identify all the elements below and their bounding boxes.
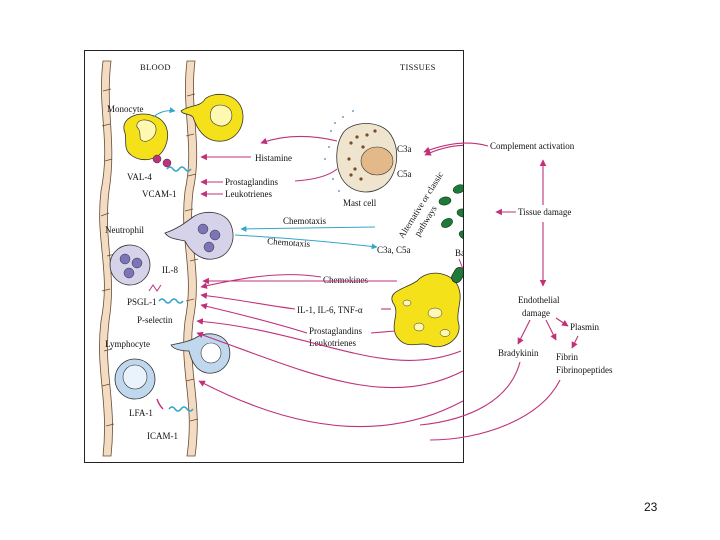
fibrin-text: Fibrin <box>556 352 579 362</box>
bacteria-to-macrophage <box>458 258 463 270</box>
il8-label: IL-8 <box>162 265 178 275</box>
plasmin-label: Plasmin <box>570 322 600 332</box>
psgl1-marker <box>148 284 162 292</box>
lymphocyte-migrating <box>170 333 231 374</box>
c3a-c5a-label: C3a, C5a <box>377 245 411 255</box>
histamine-arrow-a <box>260 135 338 145</box>
fibrinopeptides-label: Fibrinopeptides <box>556 365 613 375</box>
psgl1-label: PSGL-1 <box>127 297 157 307</box>
mast-to-prostaglandins <box>294 168 338 182</box>
lymphocyte-label: Lymphocyte <box>105 339 150 349</box>
monocyte-label: Monocyte <box>107 104 144 114</box>
slide-number: 23 <box>644 500 658 514</box>
mast-cell <box>324 110 398 193</box>
bacteria-label: Bacteria <box>455 248 463 258</box>
tissues-header: TISSUES <box>400 62 436 72</box>
neutrophil-label: Neutrophil <box>105 225 144 235</box>
leukotrienes2-label: Leukotrienes <box>309 338 356 348</box>
vessel-wall-right <box>183 60 199 457</box>
lymphocyte-cell <box>114 358 156 400</box>
plasmin-to-fibrin <box>571 335 579 349</box>
histamine-label: Histamine <box>255 153 292 163</box>
prostaglandins2-arrow <box>200 303 308 334</box>
endothelial-to-fibrin <box>545 319 557 341</box>
chemokines-label: Chemokines <box>323 275 368 285</box>
icam1-label: ICAM-1 <box>147 431 178 441</box>
cytokines-arrow <box>200 292 296 310</box>
chemotaxis-arrow-1 <box>240 225 376 232</box>
c5a-label: C5a <box>397 169 412 179</box>
lfa1-label: LFA-1 <box>129 408 153 418</box>
bradykinin-text: Bradykinin <box>498 348 539 358</box>
prostaglandins2-label: Prostaglandins <box>309 326 362 336</box>
c3a-label: C3a <box>397 144 412 154</box>
bacteria-cluster <box>438 184 463 240</box>
diagram-canvas: BLOOD TISSUES Monocyte VAL-4 VCAM-1 Neut… <box>99 60 463 457</box>
pselectin-helix <box>158 298 184 304</box>
blood-header: BLOOD <box>140 62 171 72</box>
inflammation-diagram: BLOOD TISSUES Monocyte VAL-4 VCAM-1 Neut… <box>84 50 464 463</box>
return-curve-3 <box>198 380 463 428</box>
tissue-damage-text: Tissue damage <box>518 207 571 217</box>
vcam-helix <box>166 166 192 172</box>
chemotaxis-label-1: Chemotaxis <box>283 216 326 226</box>
icam-helix <box>168 406 194 412</box>
neutrophil-cell <box>109 244 151 286</box>
endothelial-to-plasmin <box>555 317 569 327</box>
macrophage-cell <box>391 267 463 348</box>
chemotaxis-arrow-2 <box>234 234 378 250</box>
return-curve-1 <box>196 318 462 362</box>
prostaglandins-label: Prostaglandins <box>225 177 278 187</box>
migrating-monocyte <box>180 93 244 142</box>
monocyte-migration-arrow <box>152 107 176 118</box>
complement-to-c3a-arrow <box>424 144 463 156</box>
monocyte-cell <box>123 113 172 168</box>
endothelial-text-1: Endothelial <box>518 295 560 305</box>
mast-cell-label: Mast cell <box>343 198 377 208</box>
val4-label: VAL-4 <box>127 172 152 182</box>
endothelial-to-bradykinin <box>517 319 531 345</box>
vcam1-label: VCAM-1 <box>142 189 177 199</box>
cytokines-label: IL-1, IL-6, TNF-α <box>297 305 363 315</box>
chemokines-to-vessel-arrow <box>200 274 322 289</box>
macrophage-to-prostaglandins <box>370 330 396 334</box>
lfa1-marker <box>156 398 164 410</box>
endothelial-text-2: damage <box>522 308 550 318</box>
neutrophil-migrating <box>164 211 234 260</box>
pselectin-label: P-selectin <box>137 315 173 325</box>
vessel-wall-left <box>99 60 116 457</box>
leukotrienes-label: Leukotrienes <box>225 189 272 199</box>
complement-activation-text: Complement activation <box>490 141 575 151</box>
